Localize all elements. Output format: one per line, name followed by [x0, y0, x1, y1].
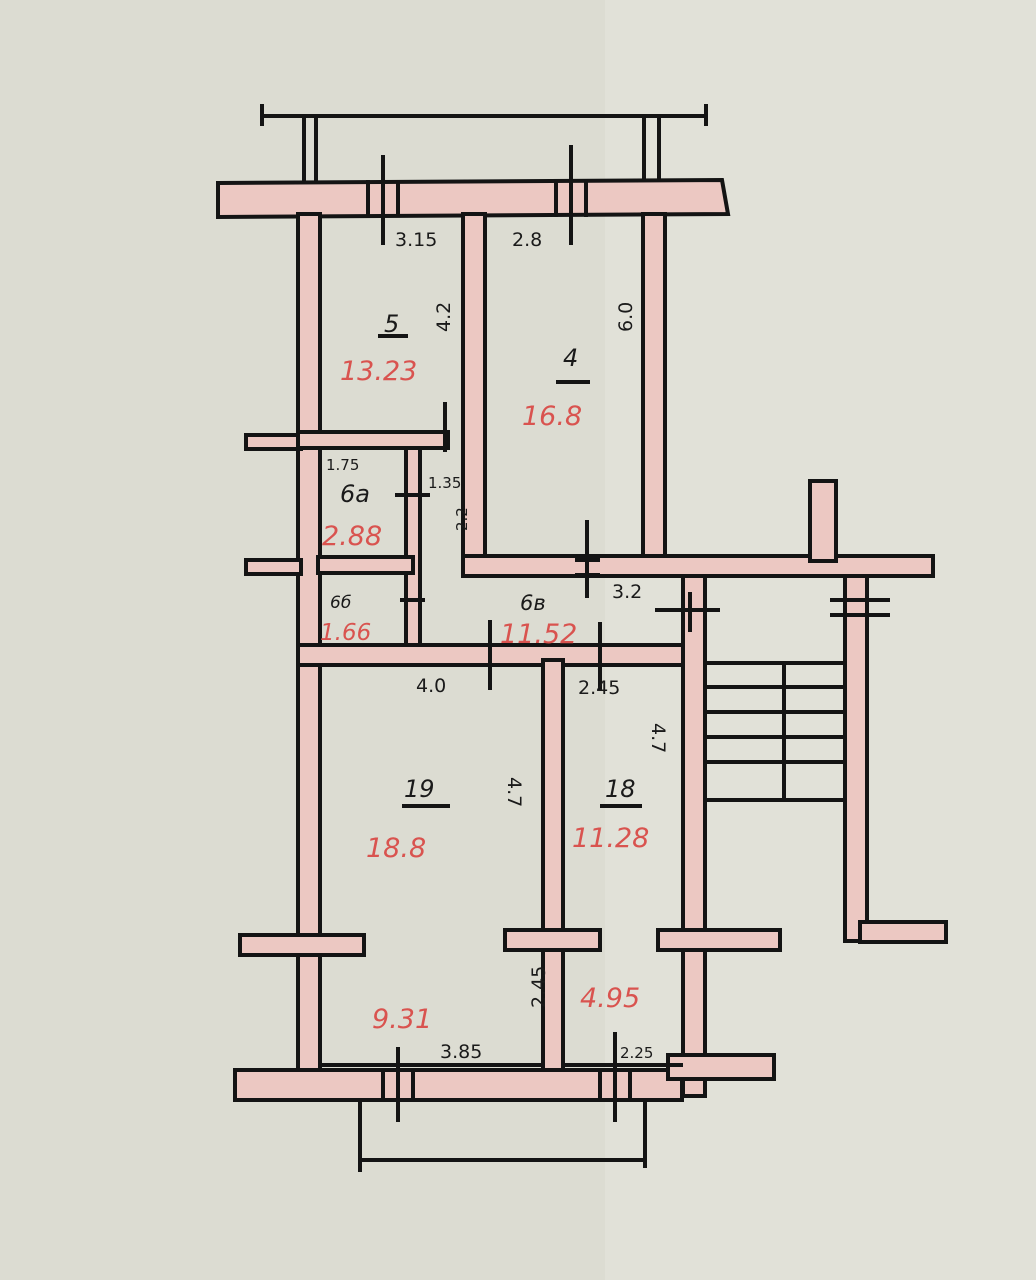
room-19-area: 18.8 [366, 833, 426, 864]
room-6b-area: 1.66 [320, 620, 371, 646]
loggia-19-height: 2.45 [528, 966, 550, 1008]
room-4-number: 4 [563, 344, 578, 372]
top-balcony [260, 104, 708, 183]
door-markers [366, 145, 890, 1122]
room-6a-width: 1.75 [326, 456, 359, 474]
corridor-height-1: 1.35 [428, 474, 461, 492]
corridor-area: 11.52 [500, 619, 577, 650]
room-18-area: 11.28 [572, 823, 649, 854]
room-18-number: 18 [605, 775, 636, 803]
corridor-width: 3.2 [612, 581, 642, 603]
bottom-balcony [358, 1100, 647, 1172]
room-19-height: 4.7 [503, 777, 525, 807]
room-19-width: 4.0 [416, 675, 446, 697]
room-4-area: 16.8 [522, 401, 582, 432]
room-5-width: 3.15 [395, 229, 437, 251]
loggia-19-width: 3.85 [440, 1041, 482, 1063]
walls [216, 177, 948, 1102]
room-4-height: 6.0 [615, 302, 637, 332]
room-5-number: 5 [384, 310, 399, 338]
room-6a-number: 6а [340, 480, 370, 508]
loggia-18-width: 2.25 [620, 1044, 653, 1062]
room-5-area: 13.23 [340, 356, 417, 387]
room-19-number: 19 [404, 775, 435, 803]
room-4-width: 2.8 [512, 229, 542, 251]
staircase [707, 661, 843, 802]
room-5-height: 4.2 [433, 302, 455, 332]
room-6b-number: 6б [330, 593, 351, 613]
corridor-height-2: 2.2 [453, 507, 471, 531]
room-18-height: 4.7 [647, 723, 669, 753]
room-18-width: 2.45 [578, 677, 620, 699]
loggia-19-area: 9.31 [372, 1004, 432, 1035]
loggia-18-area: 4.95 [580, 983, 640, 1014]
corridor-number: 6в [520, 591, 546, 615]
room-6a-area: 2.88 [322, 521, 382, 552]
